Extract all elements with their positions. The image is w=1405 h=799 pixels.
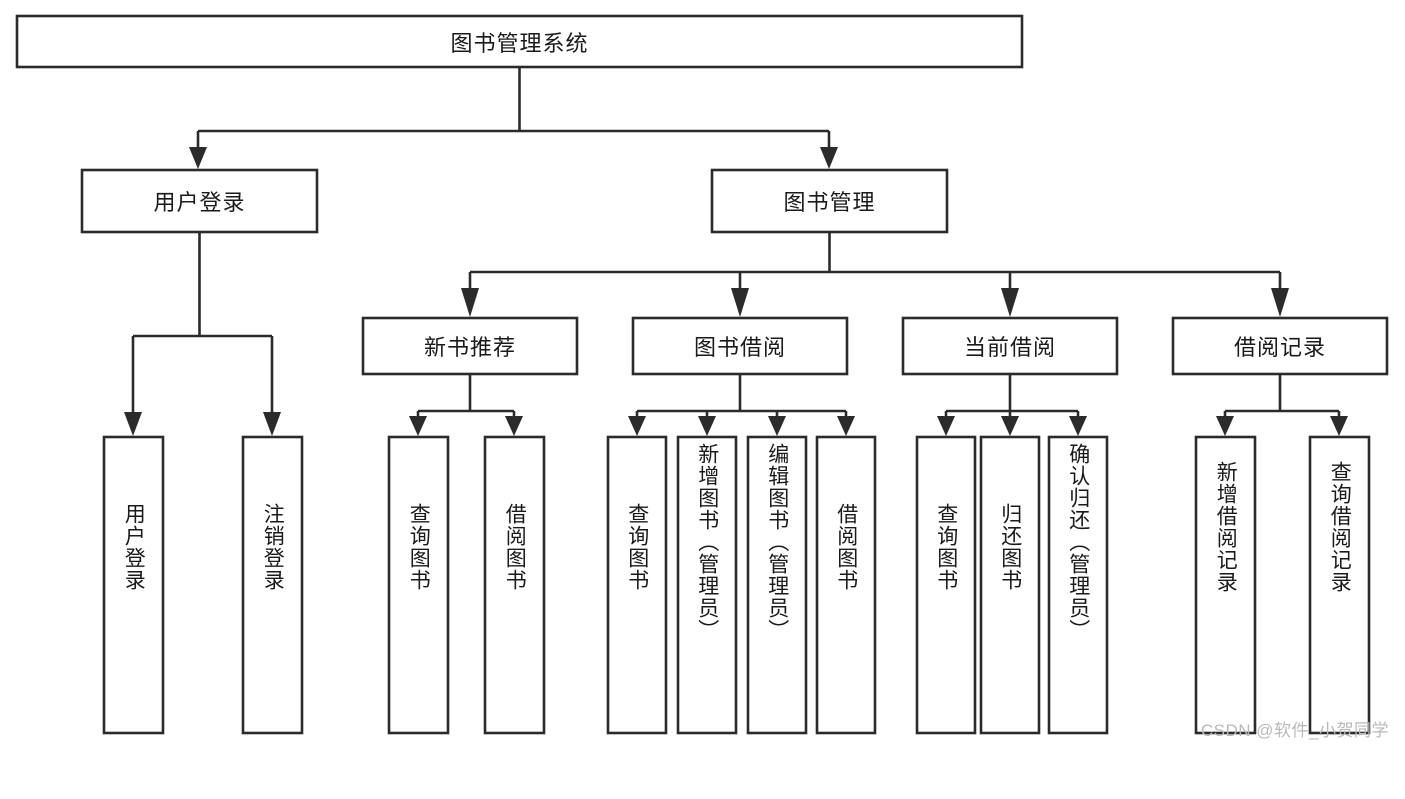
node-user-login[interactable] xyxy=(80,168,319,234)
node-leaf-user-login[interactable] xyxy=(102,435,165,735)
node-leaf-add-record[interactable] xyxy=(1194,435,1257,735)
tree-diagram-svg xyxy=(15,14,1389,735)
arrowhead-leaf-borrow-book-1 xyxy=(505,416,523,436)
node-leaf-return-book[interactable] xyxy=(979,435,1041,735)
arrowhead-leaf-return-book xyxy=(1001,416,1019,436)
node-leaf-borrow-book-1[interactable] xyxy=(483,435,546,735)
arrowhead-book-borrow xyxy=(731,288,749,317)
arrowhead-current-borrow xyxy=(1001,288,1019,317)
node-book-management[interactable] xyxy=(710,168,949,234)
arrowhead-borrow-record xyxy=(1271,288,1289,317)
node-leaf-add-book[interactable] xyxy=(676,435,738,735)
node-leaf-borrow-book-2[interactable] xyxy=(815,435,877,735)
node-current-borrow[interactable] xyxy=(901,316,1119,376)
node-leaf-edit-book[interactable] xyxy=(746,435,808,735)
csdn-watermark: CSDN @软件_小贺同学 xyxy=(1200,721,1389,740)
arrowhead-leaf-query-book-2 xyxy=(628,416,646,436)
node-leaf-query-record[interactable] xyxy=(1308,435,1371,735)
arrowhead-leaf-add-book xyxy=(698,416,716,436)
node-new-book-recommend[interactable] xyxy=(361,316,579,376)
diagram-canvas: 图书管理系统 用户登录 图书管理 新书推荐 图书借阅 当前借阅 借阅记录 用户登… xyxy=(15,14,1389,740)
arrowhead-leaf-borrow-book-2 xyxy=(837,416,855,436)
node-leaf-confirm-return[interactable] xyxy=(1047,435,1109,735)
node-leaf-query-book-3[interactable] xyxy=(915,435,977,735)
arrowhead-book-management xyxy=(820,147,838,169)
arrowhead-leaf-add-record xyxy=(1216,416,1234,436)
node-root[interactable] xyxy=(15,14,1024,69)
node-leaf-logout[interactable] xyxy=(241,435,304,735)
arrowhead-user-login xyxy=(189,147,207,169)
arrowhead-leaf-query-book-3 xyxy=(937,416,955,436)
node-book-borrow[interactable] xyxy=(631,316,849,376)
arrowhead-leaf-logout xyxy=(263,412,281,436)
node-leaf-query-book-2[interactable] xyxy=(606,435,668,735)
arrowhead-leaf-user-login xyxy=(124,412,142,436)
arrowhead-leaf-query-book-1 xyxy=(409,416,427,436)
node-borrow-record[interactable] xyxy=(1171,316,1389,376)
node-leaf-query-book-1[interactable] xyxy=(387,435,450,735)
arrowhead-leaf-query-record xyxy=(1330,416,1348,436)
arrowhead-leaf-confirm-return xyxy=(1069,416,1087,436)
arrowhead-leaf-edit-book xyxy=(768,416,786,436)
arrowhead-new-book-recommend xyxy=(461,288,479,317)
